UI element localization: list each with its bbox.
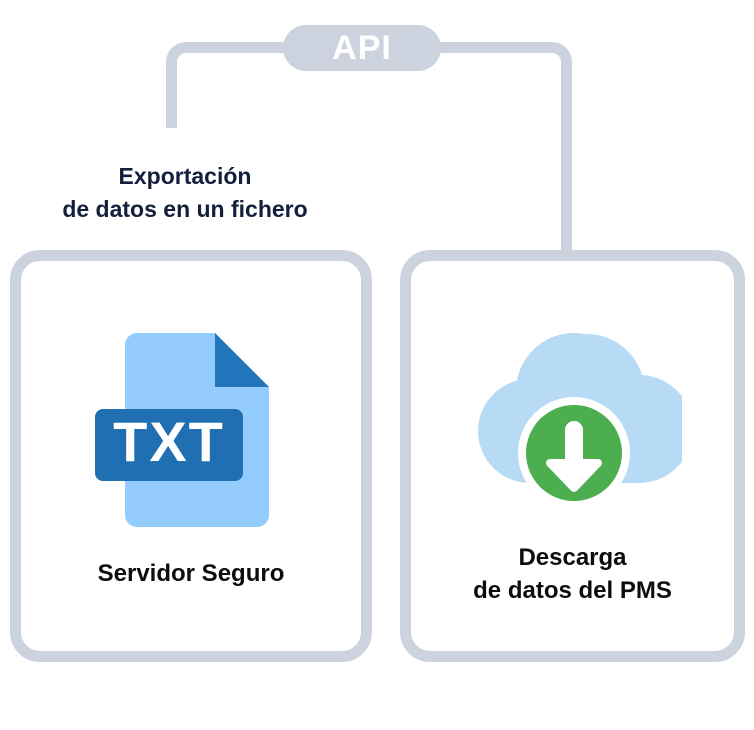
svg-text:TXT: TXT bbox=[113, 410, 225, 473]
api-badge-label: API bbox=[332, 29, 392, 67]
connector-right-vertical bbox=[561, 70, 572, 256]
connector-right-horizontal bbox=[432, 42, 544, 53]
export-branch-label: Exportación de datos en un fichero bbox=[20, 160, 350, 227]
cloud-download-icon-svg bbox=[477, 332, 682, 509]
cloud-download-icon bbox=[464, 305, 682, 520]
card-label-descarga-datos-pms: Descarga de datos del PMS bbox=[473, 544, 672, 604]
card-label-servidor-seguro: Servidor Seguro bbox=[97, 560, 285, 588]
connector-left-vertical bbox=[166, 70, 177, 128]
connector-left-corner bbox=[166, 42, 200, 76]
card-descarga-datos-pms[interactable]: Descarga de datos del PMS bbox=[400, 250, 745, 662]
export-branch-text: Exportación de datos en un fichero bbox=[62, 163, 308, 223]
api-badge: API bbox=[283, 25, 441, 71]
txt-file-icon-svg: TXT bbox=[95, 333, 269, 528]
txt-file-icon: TXT bbox=[93, 321, 289, 536]
card-servidor-seguro[interactable]: TXT Servidor Seguro bbox=[10, 250, 372, 662]
connector-left-horizontal bbox=[190, 42, 290, 53]
connector-right-corner bbox=[538, 42, 572, 76]
